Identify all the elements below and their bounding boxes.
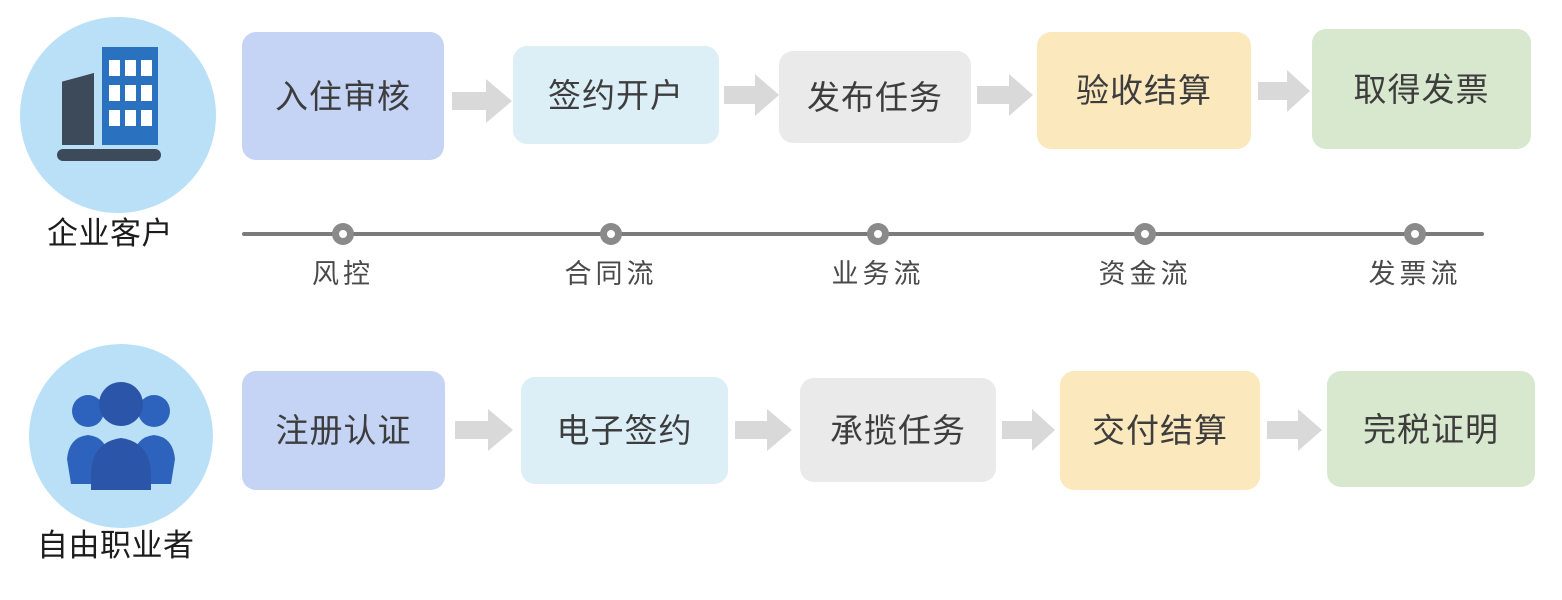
step-label: 交付结算: [1092, 412, 1228, 449]
timeline-node-1[interactable]: [332, 223, 354, 245]
step-label: 注册认证: [275, 412, 412, 449]
step-label: 发布任务: [807, 78, 943, 116]
building-window: [141, 85, 152, 101]
building-window: [109, 110, 120, 126]
people-group-icon: [67, 382, 175, 490]
timeline-label-1: 风控: [312, 259, 374, 289]
step-box-enterprise-3[interactable]: 发布任务: [779, 51, 971, 143]
step-label: 验收结算: [1076, 72, 1212, 109]
building-icon: [20, 17, 216, 213]
step-label: 签约开户: [548, 76, 684, 114]
timeline-label-3: 业务流: [831, 259, 925, 289]
step-box-freelancer-4[interactable]: 交付结算: [1060, 371, 1260, 490]
building-window: [141, 110, 152, 126]
timeline-label-4: 资金流: [1098, 259, 1192, 289]
timeline-label-5: 发票流: [1368, 259, 1462, 289]
timeline-node-5[interactable]: [1404, 223, 1426, 245]
enterprise-actor-avatar: [20, 17, 216, 213]
building-window: [109, 85, 120, 101]
arrow-freelancer-2-3: [735, 409, 792, 451]
step-box-freelancer-3[interactable]: 承揽任务: [800, 378, 996, 482]
step-box-enterprise-5[interactable]: 取得发票: [1312, 29, 1531, 149]
step-label: 入住审核: [275, 77, 411, 115]
building-left-block-fill: [62, 73, 94, 145]
arrow-enterprise-3-4: [977, 74, 1033, 116]
arrow-freelancer-4-5: [1267, 409, 1322, 451]
step-box-freelancer-1[interactable]: 注册认证: [242, 371, 445, 490]
building-base-bar: [57, 149, 161, 161]
timeline-node-4[interactable]: [1134, 223, 1156, 245]
timeline-axis: [242, 232, 1484, 236]
building-window: [125, 60, 136, 76]
arrow-freelancer-3-4: [1002, 409, 1055, 451]
step-box-enterprise-1[interactable]: 入住审核: [242, 32, 444, 160]
freelancer-actor-label: 自由职业者: [37, 528, 195, 563]
arrow-freelancer-1-2: [455, 409, 513, 451]
freelancer-actor-avatar: [29, 344, 213, 528]
step-label: 取得发票: [1353, 70, 1490, 108]
step-box-enterprise-2[interactable]: 签约开户: [513, 46, 719, 144]
timeline-node-2[interactable]: [600, 223, 622, 245]
arrow-enterprise-2-3: [724, 74, 779, 116]
step-label: 完税证明: [1363, 410, 1499, 448]
step-box-enterprise-4[interactable]: 验收结算: [1037, 32, 1251, 149]
building-window: [125, 85, 136, 101]
step-box-freelancer-5[interactable]: 完税证明: [1327, 371, 1535, 487]
arrow-enterprise-1-2: [452, 79, 512, 123]
building-window: [109, 60, 120, 76]
arrow-enterprise-4-5: [1258, 70, 1310, 112]
timeline-node-3[interactable]: [867, 223, 889, 245]
step-label: 电子签约: [556, 412, 693, 449]
building-window: [141, 60, 152, 76]
timeline-label-2: 合同流: [564, 259, 658, 289]
step-box-freelancer-2[interactable]: 电子签约: [521, 377, 728, 484]
enterprise-actor-label: 企业客户: [47, 216, 173, 251]
step-label: 承揽任务: [830, 411, 966, 449]
building-window: [125, 110, 136, 126]
building-right-tower: [102, 47, 158, 145]
